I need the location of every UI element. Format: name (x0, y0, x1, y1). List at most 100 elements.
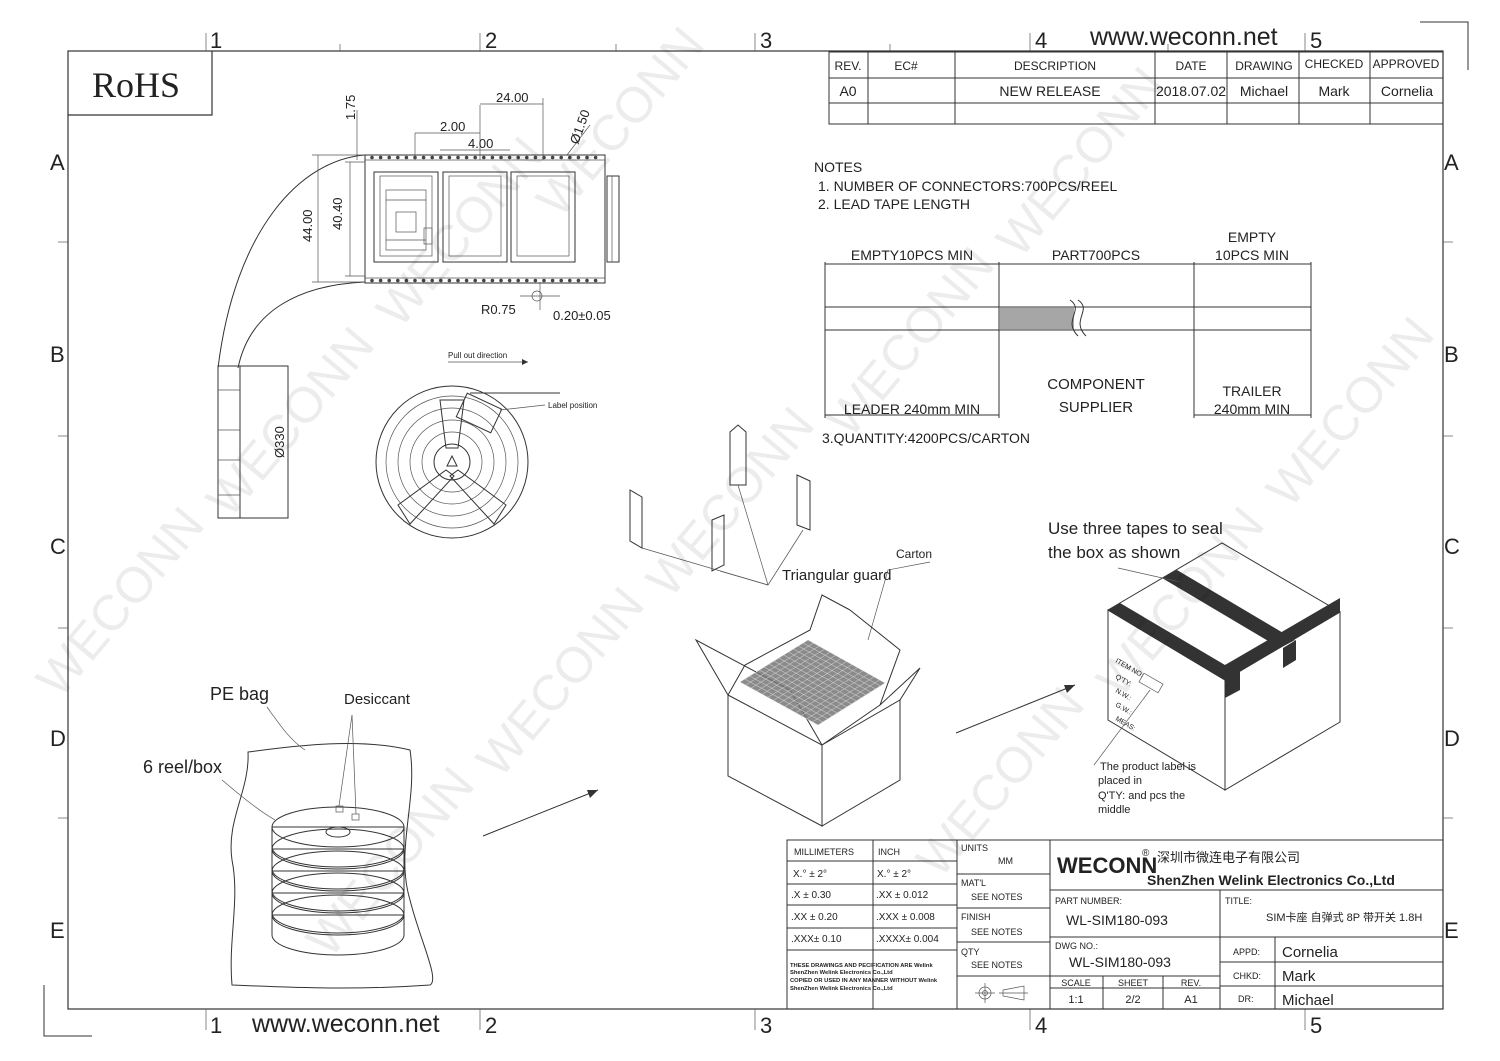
sprocket-hole (490, 155, 495, 160)
watermark: WECONN (26, 497, 215, 707)
dim-1-75: 1.75 (343, 95, 358, 120)
watermark: WECONN (526, 17, 715, 227)
rev-header: EC# (894, 59, 918, 73)
sprocket-hole (516, 155, 520, 160)
dwg-no: WL-SIM180-093 (1069, 954, 1171, 970)
note-2: 2. LEAD TAPE LENGTH (818, 196, 970, 212)
carton-grid-line (778, 661, 847, 704)
finish-label: FINISH (961, 912, 991, 922)
tol-in: .XXXX± 0.004 (876, 934, 939, 945)
tape-leader: LEADER 240mm MIN (844, 401, 980, 417)
dim-44-00: 44.00 (300, 209, 315, 242)
tape-trailer-1: TRAILER (1222, 383, 1281, 399)
rev-cell: 2018.07.02 (1156, 83, 1226, 99)
dim-40-40: 40.40 (330, 197, 345, 230)
tape-length-diagram: EMPTY10PCS MIN PART700PCS EMPTY 10PCS MI… (824, 229, 1312, 418)
projection-symbol-icon (975, 983, 1028, 1003)
rev-value: A1 (1184, 994, 1197, 1006)
title-value: SIM卡座 自弹式 8P 带开关 1.8H (1266, 910, 1422, 924)
qty-value: SEE NOTES (971, 960, 1023, 970)
process-arrows (482, 684, 1076, 837)
zone-number: 4 (1035, 1013, 1047, 1038)
rev-cell: A0 (839, 83, 856, 99)
zone-letter: A (1444, 150, 1459, 175)
sprocket-hole (482, 278, 486, 283)
disclaimer-line: ShenZhen Welink Electronics Co.,Ltd (790, 970, 893, 976)
note-3: 3.QUANTITY:4200PCS/CARTON (822, 430, 1030, 446)
zone-letter: D (1444, 726, 1460, 751)
sprocket-hole (396, 278, 400, 283)
sprocket-hole (576, 155, 581, 160)
zone-letter: B (50, 342, 65, 367)
company-cn: 深圳市微连电子有限公司 (1157, 850, 1300, 865)
dim-2-00: 2.00 (440, 119, 465, 134)
tape-instruction-2: the box as shown (1048, 543, 1180, 562)
rev-header: REV. (835, 59, 862, 73)
sprocket-hole (559, 155, 563, 160)
zone-ticks (58, 33, 1453, 1030)
sheet-value: 2/2 (1125, 994, 1140, 1006)
carton-grid-line (801, 673, 869, 716)
sprocket-hole (490, 278, 495, 283)
website-bottom[interactable]: www.weconn.net (251, 1010, 440, 1038)
drawing-border (67, 50, 1444, 1010)
watermark: WECONN (196, 317, 385, 527)
zone-letter: E (1444, 918, 1459, 943)
sprocket-hole (482, 155, 486, 160)
disclaimer-line: COPIED OR USED IN ANY MANNER WITHOUT Wel… (790, 978, 938, 984)
carton-grid-line (807, 639, 886, 684)
carton-grid-line (806, 676, 875, 720)
sim-socket (385, 189, 433, 251)
sprocket-hole (430, 155, 435, 160)
units-value: MM (998, 856, 1013, 866)
zone-number: 5 (1310, 28, 1322, 53)
sprocket-hole (576, 278, 581, 283)
scale-label: SCALE (1061, 978, 1091, 988)
tol-mm: X.° ± 2° (793, 869, 827, 880)
sprocket-hole (439, 278, 443, 283)
zone-number: 2 (485, 28, 497, 53)
sprocket-hole (473, 278, 478, 283)
brand-name: WECONN (1057, 853, 1157, 878)
zone-letter: A (50, 150, 65, 175)
notes: NOTES 1. NUMBER OF CONNECTORS:700PCS/REE… (814, 159, 1117, 446)
sprocket-hole (464, 155, 469, 160)
tape-part: PART700PCS (1052, 247, 1140, 263)
appd-label: APPD: (1233, 947, 1260, 957)
carton-open: Triangular guard Carton (629, 424, 932, 827)
carton-grid-line (790, 667, 858, 710)
tape-empty-trailer-top: EMPTY (1228, 229, 1277, 245)
sprocket-hole (568, 155, 572, 160)
product-label-note-1: The product label is (1100, 761, 1196, 773)
sprocket-hole (593, 155, 598, 160)
sprocket-hole (542, 278, 546, 283)
product-label-note-3: Q'TY: and pcs the (1098, 790, 1185, 802)
sprocket-hole (525, 278, 529, 283)
sprocket-hole (585, 155, 589, 160)
part-number: WL-SIM180-093 (1066, 912, 1168, 928)
zone-letter: D (50, 726, 66, 751)
company-en: ShenZhen Welink Electronics Co.,Ltd (1147, 872, 1395, 888)
sprocket-hole (421, 155, 426, 160)
rev-header: DESCRIPTION (1014, 59, 1096, 73)
title-block: MILLIMETERS INCH X.° ± 2° X.° ± 2° .X ± … (786, 839, 1444, 1010)
dim-radius: R0.75 (481, 302, 516, 317)
sprocket-hole (525, 155, 529, 160)
zone-number: 5 (1310, 1013, 1322, 1038)
notes-heading: NOTES (814, 159, 862, 175)
website-top[interactable]: www.weconn.net (1089, 23, 1278, 51)
carton-grid-line (793, 648, 871, 693)
sprocket-hole (413, 278, 417, 283)
sprocket-hole (447, 278, 452, 283)
rev-header: APPROVED (1373, 57, 1440, 71)
dr-label: DR: (1238, 994, 1254, 1004)
rohs-box: RoHS (68, 51, 213, 116)
tol-in: .XXX ± 0.008 (876, 912, 935, 923)
dim-reel-diameter: Ø330 (272, 426, 287, 458)
matl-value: SEE NOTES (971, 892, 1023, 902)
dim-4-00: 4.00 (468, 136, 493, 151)
sprocket-hole (378, 155, 383, 160)
zone-number: 1 (210, 28, 222, 53)
carrier-tape-drawing: Ø330 (217, 90, 620, 519)
